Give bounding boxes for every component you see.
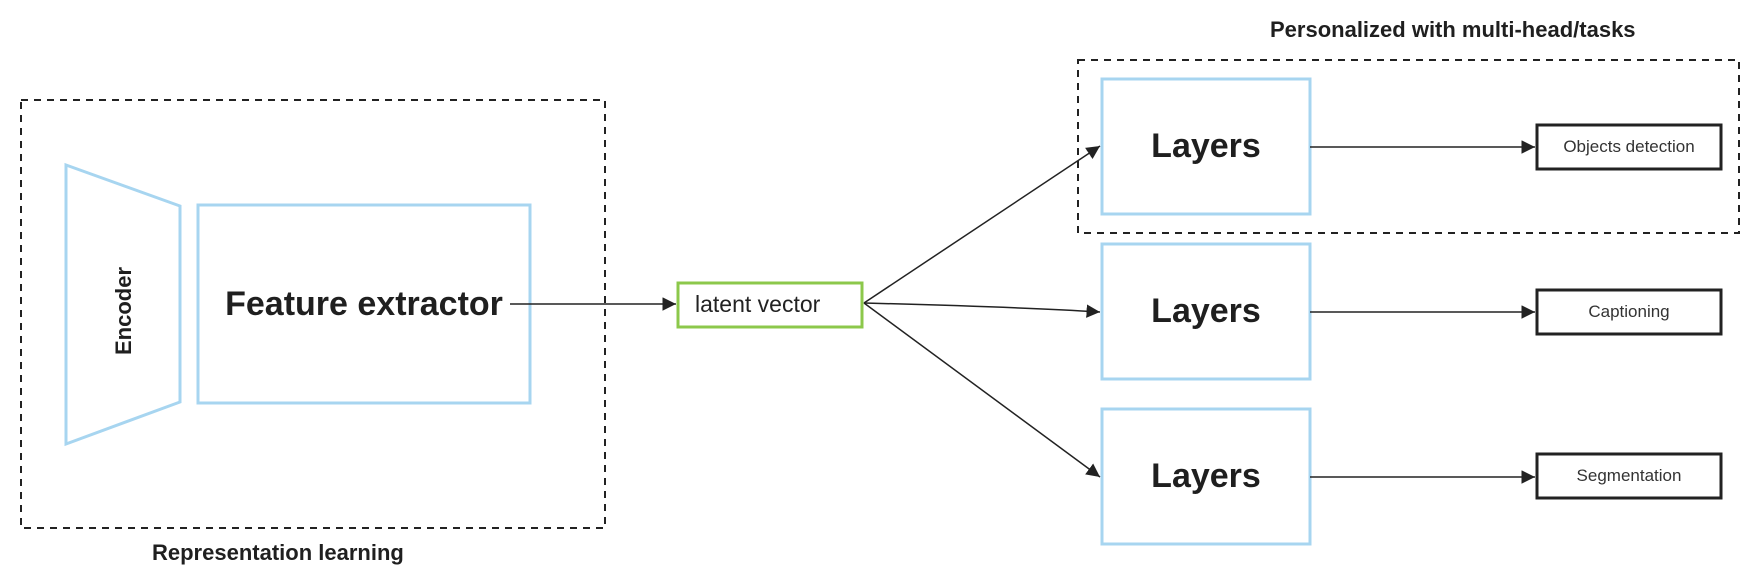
representation-group-box: [20, 99, 606, 529]
arrow-latent-to-layers-3: [863, 302, 1101, 478]
encoder-label: Encoder: [111, 266, 136, 356]
latent-vector-label: latent vector: [695, 291, 821, 317]
task-box-3: [1535, 452, 1723, 500]
layers-label-2: Layers: [1151, 292, 1261, 330]
task-label-objects-detection: Objects detection: [1563, 137, 1695, 156]
arrow-latent-to-layers-2: [863, 302, 1101, 318]
task-label-segmentation: Segmentation: [1576, 466, 1682, 485]
task-box-1: [1535, 123, 1723, 171]
personalized-group-box: [1077, 59, 1740, 234]
layers-label-3: Layers: [1151, 457, 1261, 495]
task-box-2: [1535, 288, 1723, 336]
layers-label-1: Layers: [1151, 127, 1261, 165]
latent-vector-box: [676, 281, 864, 329]
personalized-label: Personalized with multi-head/tasks: [1270, 17, 1636, 42]
encoder-shape: [64, 162, 182, 447]
feature-extractor-label: Feature extractor: [225, 284, 503, 323]
task-label-captioning: Captioning: [1588, 302, 1670, 321]
representation-learning-label: Representation learning: [152, 540, 404, 565]
arrow-latent-to-layers-1: [863, 145, 1101, 304]
